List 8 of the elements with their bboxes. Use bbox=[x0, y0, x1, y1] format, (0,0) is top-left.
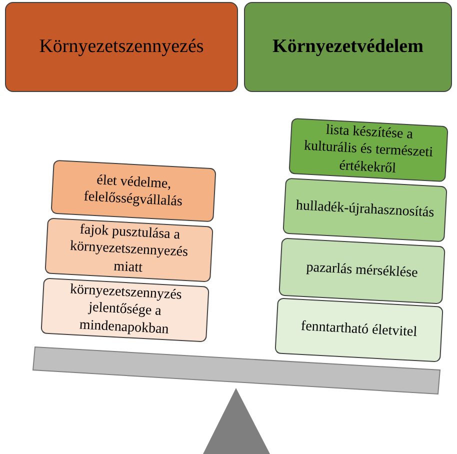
heading-box: Környezetvédelem bbox=[244, 2, 452, 92]
statement-box: élet védelme, felelősségvállalás bbox=[50, 160, 216, 222]
statement-box: környezetszennyzés jelentősége a mindenapokban bbox=[40, 278, 210, 342]
statement-box: pazarlás mérséklése bbox=[278, 238, 446, 304]
statement-box: hulladék-újrahasznosítás bbox=[282, 178, 448, 242]
statement-box: lista készítése a kulturális és természeti értékekről bbox=[288, 118, 448, 182]
statement-box: fenntartható életvitel bbox=[274, 298, 444, 362]
heading-box: Környezetszennyezés bbox=[5, 2, 238, 92]
